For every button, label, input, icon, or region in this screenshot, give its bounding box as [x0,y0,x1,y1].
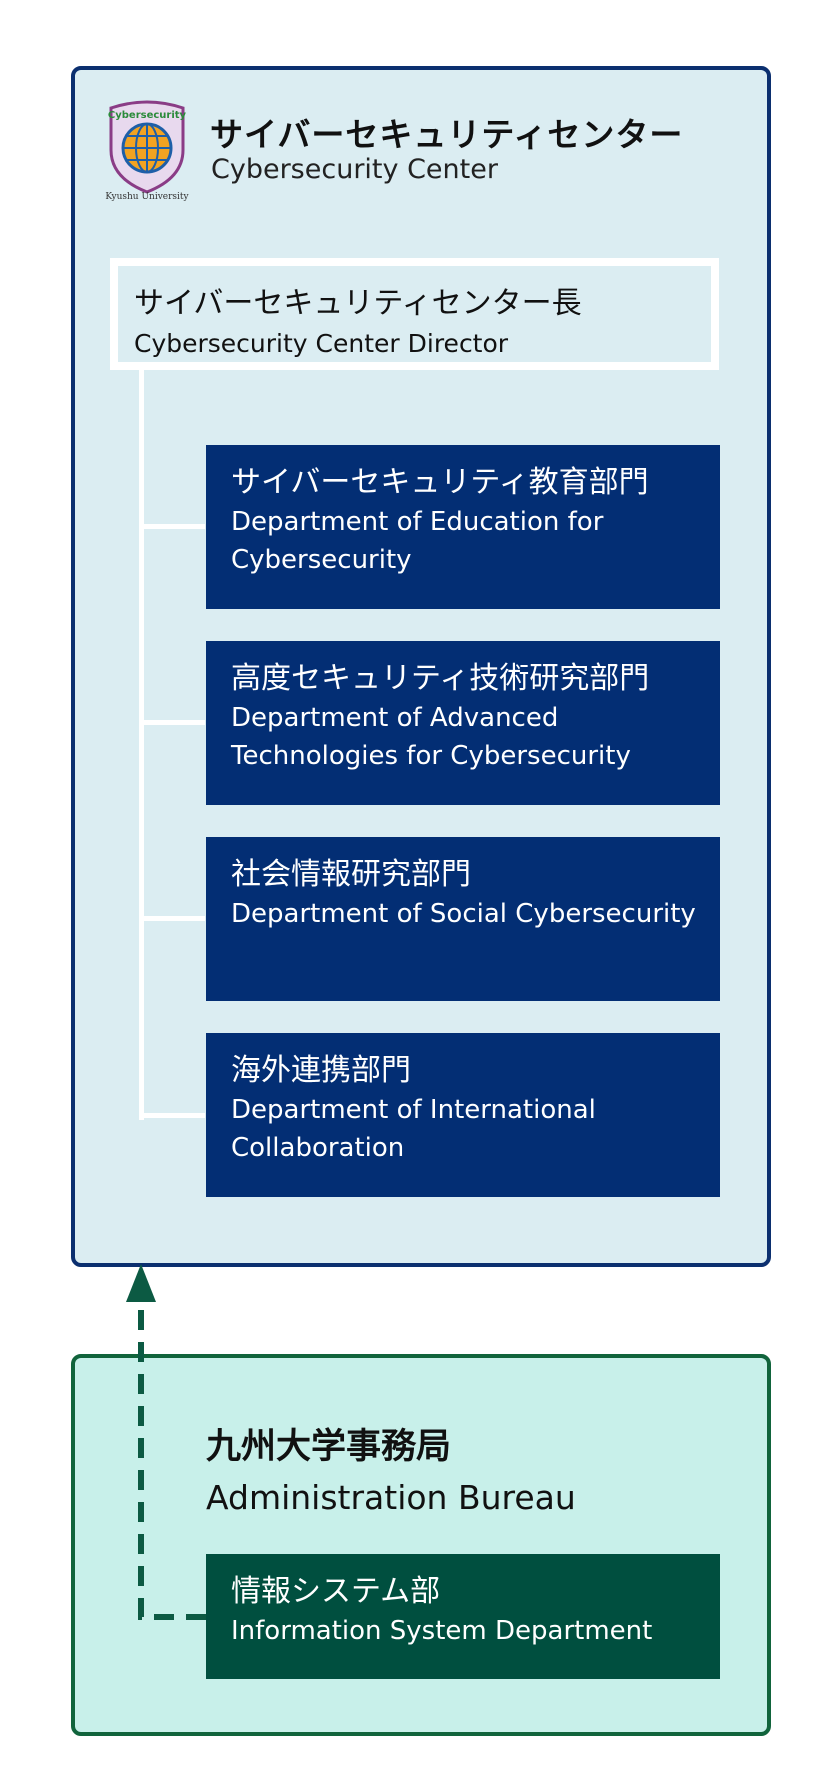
center-title-en: Cybersecurity Center [211,154,498,185]
logo-text-bottom: Kyushu University [105,192,189,202]
department-international-collaboration-box: 海外連携部門 Department of International Colla… [206,1033,720,1197]
bureau-title-en: Administration Bureau [206,1478,576,1517]
org-tree-branch-line [139,1113,205,1118]
department-title-ja: 社会情報研究部門 [231,857,471,892]
org-tree-branch-line [139,524,205,529]
department-title-ja: サイバーセキュリティ教育部門 [231,465,649,500]
department-title-ja: 海外連携部門 [231,1053,411,1088]
org-tree-branch-line [139,720,205,725]
cybersecurity-center-logo: Cybersecurity Kyushu University [101,98,193,202]
org-tree-trunk-line [139,370,144,1120]
information-system-department-box: 情報システム部 Information System Department [206,1554,720,1679]
logo-text-top: Cybersecurity [108,110,187,121]
director-title-en: Cybersecurity Center Director [134,329,509,358]
center-title-ja: サイバーセキュリティセンター [210,115,684,154]
director-title-ja: サイバーセキュリティセンター長 [134,286,582,321]
department-title-en: Department of Social Cybersecurity [231,899,696,929]
bureau-title-ja: 九州大学事務局 [206,1427,452,1467]
department-title-en: Department of Education for Cybersecurit… [231,507,604,575]
department-title-en: Department of International Collaboratio… [231,1095,596,1163]
arrow-head-icon [126,1264,156,1302]
info-dept-title-ja: 情報システム部 [231,1574,441,1609]
info-dept-title-en: Information System Department [231,1616,653,1646]
department-education-box: サイバーセキュリティ教育部門 Department of Education f… [206,445,720,609]
department-title-ja: 高度セキュリティ技術研究部門 [231,661,650,696]
director-box [110,258,719,370]
department-title-en: Department of Advanced Technologies for … [231,703,631,771]
department-social-cybersecurity-box: 社会情報研究部門 Department of Social Cybersecur… [206,837,720,1001]
department-advanced-technologies-box: 高度セキュリティ技術研究部門 Department of Advanced Te… [206,641,720,805]
org-tree-branch-line [139,916,205,921]
